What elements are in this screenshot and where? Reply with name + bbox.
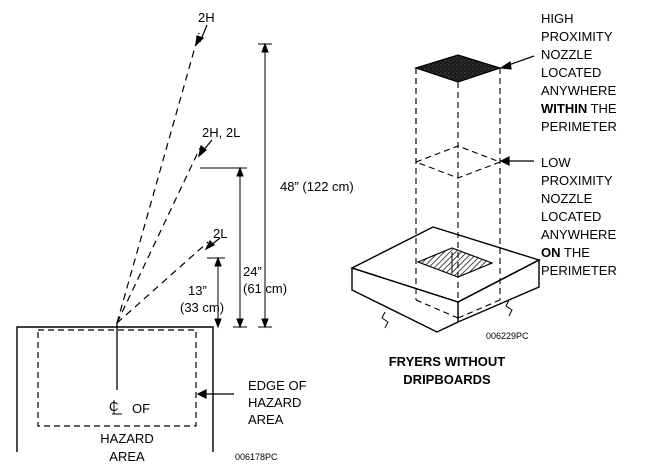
right-leader-arrows — [499, 55, 535, 166]
fryers-caption: FRYERS WITHOUT — [389, 354, 506, 369]
svg-text:PERIMETER: PERIMETER — [541, 119, 617, 134]
fryer-break-marks — [381, 299, 513, 329]
svg-text:PERIMETER: PERIMETER — [541, 263, 617, 278]
fryer-box — [350, 226, 541, 333]
label-2h: 2H — [198, 10, 215, 25]
svg-text:PROXIMITY: PROXIMITY — [541, 29, 613, 44]
low-proximity-label: LOW PROXIMITY NOZZLE LOCATED ANYWHERE ON… — [541, 155, 617, 278]
edge-leader-arrow — [196, 389, 234, 399]
centerline-of-label: OF — [132, 401, 150, 416]
right-diagram: HIGH PROXIMITY NOZZLE LOCATED ANYWHERE W… — [350, 11, 617, 387]
svg-text:LOCATED: LOCATED — [541, 209, 601, 224]
svg-text:ANYWHERE: ANYWHERE — [541, 83, 616, 98]
svg-text:WITHIN THE: WITHIN THE — [541, 101, 617, 116]
svg-text:HIGH: HIGH — [541, 11, 574, 26]
high-proximity-label: HIGH PROXIMITY NOZZLE LOCATED ANYWHERE W… — [541, 11, 617, 134]
svg-text:LOCATED: LOCATED — [541, 65, 601, 80]
dimension-48-label: 48” (122 cm) — [280, 179, 354, 194]
svg-text:ANYWHERE: ANYWHERE — [541, 227, 616, 242]
left-part-number: 006178PC — [235, 452, 278, 462]
high-proximity-zone-top — [414, 54, 502, 83]
dimension-lines — [200, 42, 272, 329]
svg-text:NOZZLE: NOZZLE — [541, 191, 593, 206]
nozzle-angle-lines — [116, 32, 209, 324]
dimension-13-metric-label: (33 cm) — [180, 300, 224, 315]
right-part-number: 006229PC — [486, 331, 529, 341]
nozzle-position-arrows — [195, 24, 221, 251]
dimension-13-label: 13” — [188, 283, 207, 298]
edge-of-hazard-label: EDGE OF — [248, 378, 307, 393]
label-2l: 2L — [213, 226, 227, 241]
left-diagram: 2H 2H, 2L 2L 48” (122 cm) 24” (61 cm) 13… — [16, 10, 354, 464]
dimension-24-label: 24” — [243, 264, 262, 279]
svg-text:ON THE: ON THE — [541, 245, 590, 260]
cooking-surface-hatched — [416, 247, 494, 278]
svg-text:PROXIMITY: PROXIMITY — [541, 173, 613, 188]
hazard-area-label-line2: AREA — [109, 449, 145, 464]
centerline-symbol: C — [109, 399, 122, 415]
svg-text:LOW: LOW — [541, 155, 571, 170]
label-2h-2l: 2H, 2L — [202, 125, 240, 140]
dimension-24-metric-label: (61 cm) — [243, 281, 287, 296]
hazard-area-dashed-edge — [37, 329, 197, 427]
edge-of-hazard-label-line2: HAZARD — [248, 395, 301, 410]
perimeter-column — [414, 68, 502, 319]
edge-of-hazard-label-line3: AREA — [248, 412, 284, 427]
hazard-outline — [16, 326, 214, 452]
fryers-caption-line2: DRIPBOARDS — [403, 372, 491, 387]
svg-text:NOZZLE: NOZZLE — [541, 47, 593, 62]
hazard-area-label: HAZARD — [100, 431, 153, 446]
